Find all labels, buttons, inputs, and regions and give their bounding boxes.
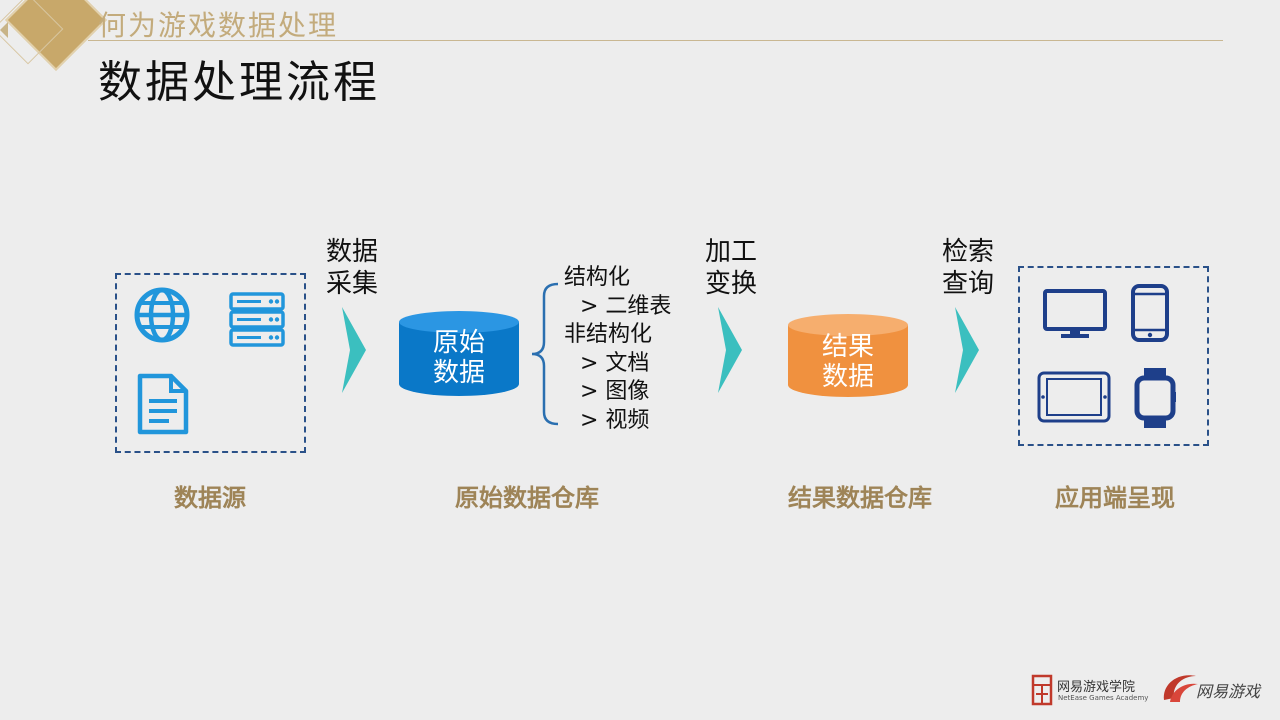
data-type-video: > 视频 <box>580 407 650 433</box>
data-source-box <box>115 273 306 453</box>
step-label-retrieve-line2: 查询 <box>942 269 995 299</box>
raw-data-cylinder <box>399 311 519 396</box>
academy-subtitle: NetEase Games Academy <box>1058 694 1149 702</box>
data-type-structured: 结构化 <box>564 265 631 290</box>
brace-connector <box>531 282 559 426</box>
raw-cylinder-line1: 原始 <box>432 328 485 358</box>
step-label-retrieve-line1: 检索 <box>942 237 995 267</box>
stage-label-result-warehouse: 结果数据仓库 <box>788 484 932 512</box>
data-type-table: > 二维表 <box>580 293 672 319</box>
monitor-icon <box>1043 289 1107 338</box>
stage-label-source: 数据源 <box>174 484 246 512</box>
page-title: 数据处理流程 <box>98 57 380 108</box>
server-icon <box>229 292 285 347</box>
step-label-retrieve: 检索 查询 <box>942 236 994 300</box>
phone-icon <box>1131 284 1169 342</box>
data-type-document: > 文档 <box>580 350 650 376</box>
arrow-transform <box>718 307 742 393</box>
arrow-collect <box>342 307 366 393</box>
arrow-retrieve <box>955 307 979 393</box>
document-icon <box>137 373 189 435</box>
raw-cylinder-label: 原始 数据 <box>398 328 520 388</box>
academy-name: 网易游戏学院 <box>1057 680 1136 695</box>
raw-cylinder-line2: 数据 <box>432 358 485 388</box>
stage-label-raw-warehouse: 原始数据仓库 <box>455 484 599 512</box>
step-label-transform-line2: 变换 <box>705 269 758 299</box>
globe-icon <box>134 287 190 343</box>
result-cylinder-line1: 结果 <box>821 332 874 362</box>
section-subtitle: 何为游戏数据处理 <box>98 9 339 42</box>
smartwatch-icon <box>1134 368 1176 428</box>
header-triangle-decoration <box>0 22 8 38</box>
netease-games-logo-icon <box>1163 675 1198 702</box>
academy-logo-icon <box>1031 674 1053 706</box>
step-label-transform: 加工 变换 <box>705 236 757 300</box>
data-type-image: > 图像 <box>580 379 650 404</box>
result-cylinder-line2: 数据 <box>821 362 874 392</box>
result-data-cylinder <box>788 314 908 397</box>
step-label-collect: 数据 采集 <box>326 236 378 300</box>
app-presentation-box <box>1018 266 1209 446</box>
step-label-transform-line1: 加工 <box>705 237 758 267</box>
stage-label-app: 应用端呈现 <box>1055 484 1175 512</box>
netease-games-brand: 网易游戏 <box>1196 682 1261 701</box>
header-divider <box>88 40 1223 41</box>
data-type-list: 结构化 > 二维表 非结构化 > 文档 > 图像 > 视频 <box>564 264 671 435</box>
data-type-unstructured: 非结构化 <box>564 322 653 347</box>
result-cylinder-label: 结果 数据 <box>787 332 909 392</box>
step-label-collect-line1: 数据 <box>326 237 379 267</box>
tablet-icon <box>1037 371 1111 423</box>
step-label-collect-line2: 采集 <box>326 269 379 299</box>
